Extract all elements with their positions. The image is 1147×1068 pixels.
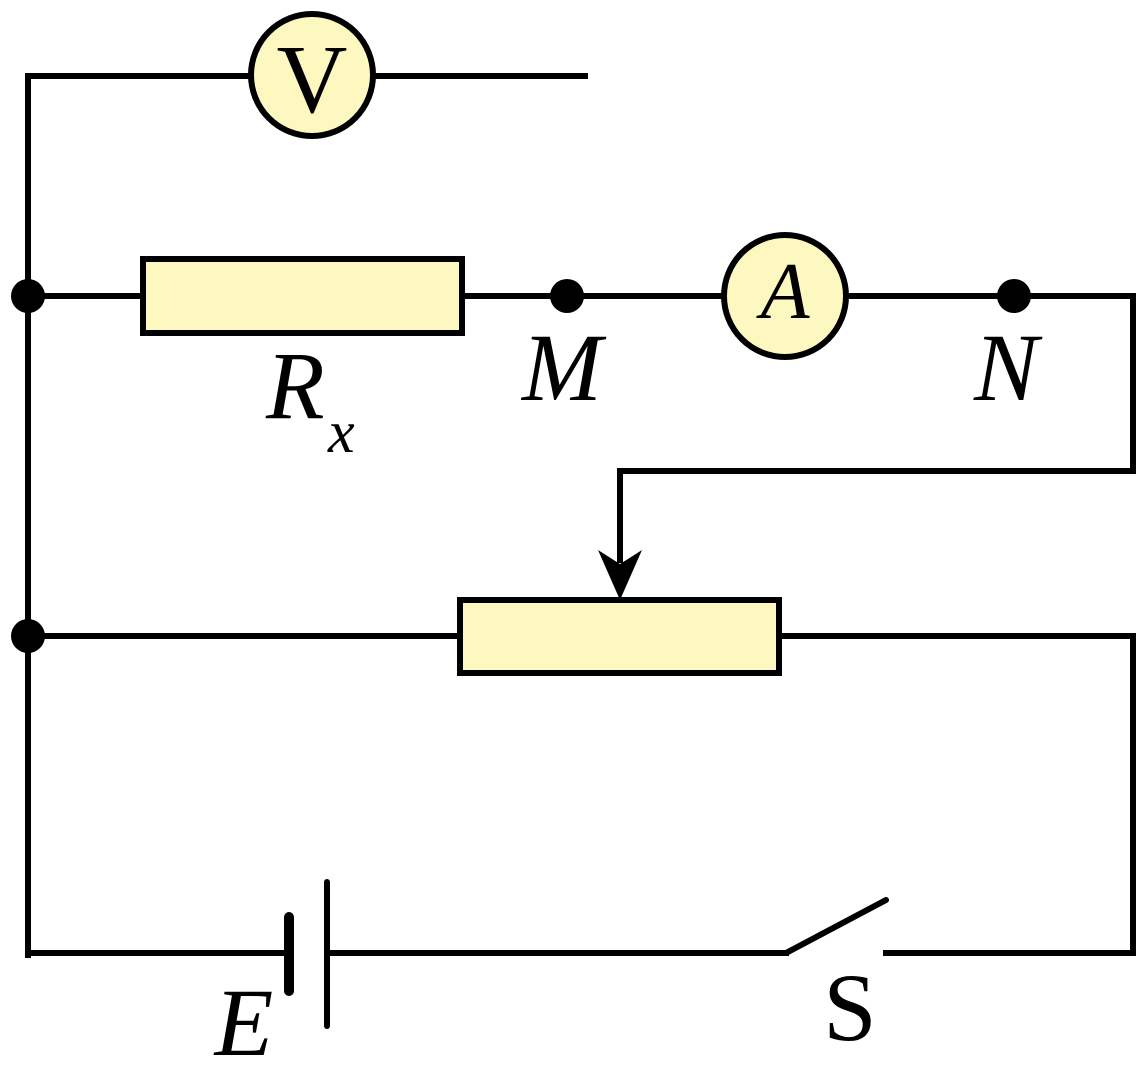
voltmeter-label: V	[277, 26, 348, 134]
ammeter-symbol	[721, 232, 849, 360]
rheostat-body	[457, 597, 782, 676]
junction-dot-lower	[11, 619, 45, 653]
junction-dot-upper	[11, 279, 45, 313]
node-m-label: M	[520, 314, 607, 421]
rheostat-branch-wire	[25, 633, 1136, 956]
resistor-rx: R x	[140, 256, 465, 465]
node-n-label: N	[973, 314, 1043, 421]
wires	[25, 73, 1136, 958]
ammeter: A	[721, 232, 849, 360]
node-m-dot	[550, 279, 584, 313]
switch-lever	[783, 897, 889, 956]
ammeter-label: A	[756, 248, 811, 336]
node-n-dot	[997, 279, 1031, 313]
battery-label: E	[213, 969, 274, 1068]
rheostat	[457, 550, 782, 676]
resistor-rx-subscript: x	[327, 399, 355, 465]
rheostat-slider-arrow-icon	[598, 550, 642, 600]
resistor-rx-body	[140, 256, 465, 336]
measurement-branch-wire	[25, 293, 1136, 563]
resistor-rx-label: R	[265, 332, 325, 439]
switch: S	[783, 897, 889, 1061]
node-m: M	[520, 279, 607, 421]
battery: E	[213, 879, 330, 1068]
voltmeter-symbol	[248, 11, 376, 139]
node-n: N	[973, 279, 1043, 421]
voltmeter-branch-wire	[25, 73, 588, 958]
voltmeter: V	[248, 11, 376, 139]
switch-label: S	[823, 954, 876, 1061]
